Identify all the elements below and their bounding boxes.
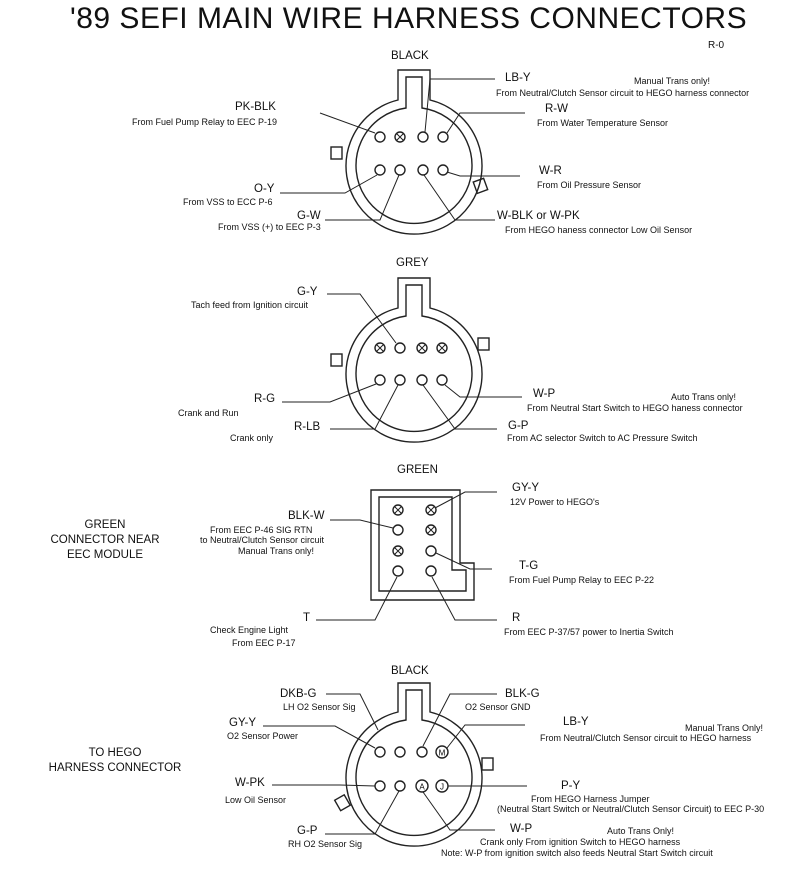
wire-g-p-4-desc: RH O2 Sensor Sig (288, 839, 363, 849)
wire-g-p-4-code: G-P (297, 825, 318, 837)
wire-w-p-desc: From Neutral Start Switch to HEGO haness… (527, 403, 743, 413)
page-title: '89 SEFI MAIN WIRE HARNESS CONNECTORS (70, 2, 748, 35)
wire-w-p-4-code: W-P (510, 823, 533, 835)
wire-r-lb-desc: Crank only (230, 433, 274, 443)
wire-g-w-desc: From VSS (+) to EEC P-3 (218, 222, 321, 232)
connector-4-shell (333, 682, 494, 847)
wire-w-blk-desc: From HEGO haness connector Low Oil Senso… (505, 225, 693, 235)
wire-p-y-desc-1: From HEGO Harness Jumper (531, 794, 650, 804)
connector-1-pins (374, 131, 449, 176)
wire-w-p-4-desc-2: Note: W-P from ignition switch also feed… (441, 848, 713, 858)
connector-3-header: GREEN (397, 464, 438, 476)
connector-4-header: BLACK (391, 665, 429, 677)
connector-1-leaders (280, 78, 525, 221)
connector-4-side-label: TO HEGO HARNESS CONNECTOR (48, 747, 182, 774)
wire-t-desc-2: From EEC P-17 (232, 638, 296, 648)
wire-p-y-desc-2: (Neutral Start Switch or Neutral/Clutch … (497, 804, 765, 814)
wire-pk-blk-desc: From Fuel Pump Relay to EEC P-19 (132, 117, 278, 127)
wire-r-desc: From EEC P-37/57 power to Inertia Switch (504, 627, 674, 637)
wire-w-p-code: W-P (533, 388, 556, 400)
wire-g-y-code: G-Y (297, 286, 318, 298)
wire-blk-g-desc: O2 Sensor GND (465, 702, 531, 712)
wire-w-p-4-desc-1: Crank only From ignition Switch to HEGO … (480, 837, 681, 847)
wire-w-pk-code: W-PK (235, 777, 265, 789)
wire-o-y-desc: From VSS to ECC P-6 (183, 197, 273, 207)
connector-1-header: BLACK (391, 50, 429, 62)
wire-gy-y-4-code: GY-Y (229, 717, 257, 729)
connector-2-pins (374, 342, 448, 386)
connector-3-pins (392, 504, 437, 577)
wire-p-y-code: P-Y (561, 780, 581, 792)
wire-w-p-4-note: Auto Trans Only! (607, 826, 675, 836)
wire-gy-y-code: GY-Y (512, 482, 540, 494)
wire-r-w-code: R-W (545, 103, 568, 115)
wire-blk-w-desc-1: From EEC P-46 SIG RTN (210, 525, 313, 535)
wire-lb-y-4-note: Manual Trans Only! (685, 723, 764, 733)
wire-r-lb-code: R-LB (294, 421, 321, 433)
wire-blk-w-code: BLK-W (288, 510, 325, 522)
pin-letter-m: M (439, 749, 446, 758)
connector-4-leaders (263, 693, 527, 835)
wire-gy-y-desc: 12V Power to HEGO's (510, 497, 600, 507)
wire-w-pk-desc: Low Oil Sensor (225, 795, 287, 805)
pin-letter-j: J (440, 783, 444, 792)
wire-w-r-code: W-R (539, 165, 562, 177)
connector-2-shell (330, 277, 490, 443)
wire-w-blk-code: W-BLK or W-PK (497, 210, 580, 222)
wire-w-p-note: Auto Trans only! (671, 392, 737, 402)
wire-o-y-code: O-Y (254, 183, 275, 195)
connector-3-side-label: GREEN CONNECTOR NEAR EEC MODULE (50, 519, 160, 561)
wire-lb-y-code: LB-Y (505, 72, 531, 84)
wire-lb-y-4-code: LB-Y (563, 716, 589, 728)
connector-2-header: GREY (396, 257, 429, 269)
wire-blk-g-code: BLK-G (505, 688, 540, 700)
wire-t-code: T (303, 612, 311, 624)
wire-blk-w-desc-3: Manual Trans only! (238, 546, 315, 556)
connector-3-leaders (316, 491, 497, 621)
wire-g-y-desc: Tach feed from Ignition circuit (191, 300, 309, 310)
wire-dkb-g-desc: LH O2 Sensor Sig (283, 702, 356, 712)
wire-g-w-code: G-W (297, 210, 321, 222)
wire-dkb-g-code: DKB-G (280, 688, 317, 700)
wire-r-code: R (512, 612, 521, 624)
connector-1-shell (330, 69, 489, 235)
wire-lb-y-4-desc: From Neutral/Clutch Sensor circuit to HE… (540, 733, 752, 743)
wire-pk-blk-code: PK-BLK (235, 101, 276, 113)
wire-g-p-desc: From AC selector Switch to AC Pressure S… (507, 433, 698, 443)
wire-r-w-desc: From Water Temperature Sensor (537, 118, 669, 128)
wire-r-g-code: R-G (254, 393, 276, 405)
revision-label: R-0 (708, 40, 725, 51)
connector-4-pins: M A J (374, 745, 449, 793)
wire-gy-y-4-desc: O2 Sensor Power (227, 731, 299, 741)
wire-blk-w-desc-2: to Neutral/Clutch Sensor circuit (200, 535, 325, 545)
wire-w-r-desc: From Oil Pressure Sensor (537, 180, 642, 190)
wire-t-desc-1: Check Engine Light (210, 625, 289, 635)
wire-t-g-desc: From Fuel Pump Relay to EEC P-22 (509, 575, 655, 585)
wire-t-g-code: T-G (519, 560, 539, 572)
wire-g-p-code: G-P (508, 420, 529, 432)
connector-3-shell (370, 489, 475, 601)
pin-letter-a: A (419, 783, 425, 792)
wire-lb-y-desc: From Neutral/Clutch Sensor circuit to HE… (496, 88, 750, 98)
wire-lb-y-note: Manual Trans only! (634, 76, 711, 86)
connector-2-leaders (282, 293, 522, 430)
wire-r-g-desc: Crank and Run (178, 408, 239, 418)
